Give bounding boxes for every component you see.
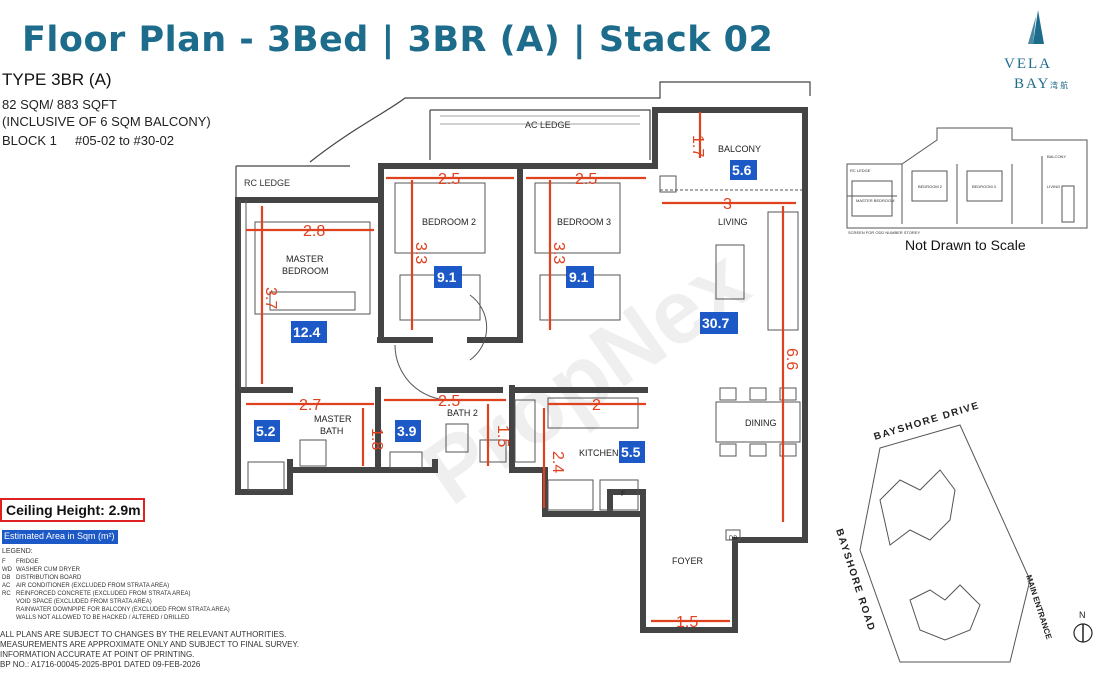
- rc-ledge-label: RC LEDGE: [244, 178, 290, 188]
- area-bedroom3: 9.1: [569, 269, 589, 285]
- area-living: 30.7: [702, 315, 729, 331]
- room-master-line2: BEDROOM: [282, 266, 329, 276]
- key-screen-note: SCREEN FOR ODD NUMBER STOREY: [848, 230, 920, 235]
- dim-bed2-width: 2.5: [438, 171, 460, 188]
- dim-master-height: 3.7: [262, 287, 279, 309]
- room-living: LIVING: [718, 217, 748, 227]
- area-master: 12.4: [293, 324, 320, 340]
- dim-mbath-height: 1.8: [368, 428, 385, 450]
- dim-bed2-height: 3.3: [412, 242, 429, 264]
- note-line: ALL PLANS ARE SUBJECT TO CHANGES BY THE …: [0, 630, 287, 639]
- room-master-line1: MASTER: [286, 254, 324, 264]
- room-foyer: FOYER: [672, 556, 704, 566]
- area-bath2: 3.9: [397, 423, 417, 439]
- key-living: LIVING: [1047, 184, 1060, 189]
- room-bedroom3: BEDROOM 3: [557, 217, 611, 227]
- area-kitchen: 5.5: [621, 444, 641, 460]
- unit-block: BLOCK 1 #05-02 to #30-02: [2, 133, 174, 148]
- dim-kitchen-height: 2.4: [549, 451, 566, 473]
- dim-living-width: 3: [723, 196, 732, 213]
- logo-line2: BAY: [1014, 76, 1050, 92]
- dim-living-height: 6.6: [783, 348, 800, 370]
- room-balcony: BALCONY: [718, 144, 761, 154]
- unit-balcony-note: (INCLUSIVE OF 6 SQM BALCONY): [2, 114, 211, 129]
- page-title: Floor Plan - 3Bed | 3BR (A) | Stack 02: [22, 20, 774, 60]
- site-bayshore-road: BAYSHORE ROAD: [833, 528, 877, 634]
- key-master: MASTER BEDROOM: [856, 198, 894, 203]
- room-master-bath-line1: MASTER: [314, 414, 352, 424]
- north-arrow-icon: N: [1073, 610, 1093, 643]
- key-balcony: BALCONY: [1047, 154, 1066, 159]
- area-master-bath: 5.2: [256, 423, 276, 439]
- ceiling-height-label: Ceiling Height: 2.9m: [0, 498, 145, 522]
- dim-balcony: 1.7: [689, 135, 706, 157]
- room-bedroom2: BEDROOM 2: [422, 217, 476, 227]
- dim-mbath-width: 2.7: [299, 397, 321, 414]
- room-dining: DINING: [745, 418, 777, 428]
- room-fridge: F: [621, 491, 625, 498]
- dim-bath2-width: 2.5: [438, 393, 460, 410]
- legend-title: LEGEND:: [2, 548, 33, 555]
- legend-item: RAINWATER DOWNPIPE FOR BALCONY (EXCLUDED…: [16, 607, 230, 613]
- note-line: INFORMATION ACCURATE AT POINT OF PRINTIN…: [0, 650, 195, 659]
- not-to-scale-caption: Not Drawn to Scale: [905, 237, 1026, 253]
- key-bed3: BEDROOM 3: [972, 184, 997, 189]
- logo-line1: VELA: [1004, 56, 1052, 72]
- vela-bay-logo: VELA BAY 湾 航: [1004, 10, 1068, 92]
- dim-kitchen-width: 2: [592, 397, 601, 414]
- north-label: N: [1079, 610, 1086, 620]
- key-plan: RC LEDGE BALCONY LIVING MASTER BEDROOM B…: [846, 127, 1088, 235]
- area-bedroom2: 9.1: [437, 269, 457, 285]
- note-line: MEASUREMENTS ARE APPROXIMATE ONLY AND SU…: [0, 640, 300, 649]
- ac-ledge-label: AC LEDGE: [525, 120, 571, 130]
- dim-foyer-width: 1.5: [676, 614, 698, 631]
- note-line: BP NO.: A1716-00045-2025-BP01 DATED 09-F…: [0, 660, 201, 669]
- dim-bath2-height: 1.5: [494, 425, 511, 447]
- legend-item: VOID SPACE (EXCLUDED FROM STRATA AREA): [16, 599, 152, 605]
- key-rc-ledge: RC LEDGE: [850, 168, 871, 173]
- logo-chinese: 湾 航: [1050, 80, 1068, 90]
- unit-area: 82 SQM/ 883 SQFT: [2, 97, 117, 112]
- room-master-bath-line2: BATH: [320, 426, 343, 436]
- room-bath2: BATH 2: [447, 408, 478, 418]
- dim-bed3-width: 2.5: [575, 171, 597, 188]
- dim-master-width: 2.8: [303, 223, 325, 240]
- legend-item: WALLS NOT ALLOWED TO BE HACKED / ALTERED…: [16, 615, 190, 621]
- site-plan: BAYSHORE DRIVE BAYSHORE ROAD MAIN ENTRAN…: [833, 400, 1054, 663]
- estimated-area-badge: Estimated Area in Sqm (m²): [2, 530, 118, 544]
- room-db: DB: [729, 536, 737, 542]
- unit-type: TYPE 3BR (A): [2, 70, 112, 89]
- site-main-entrance: MAIN ENTRANCE: [1024, 574, 1054, 641]
- dim-bed3-height: 3.3: [550, 242, 567, 264]
- room-kitchen: KITCHEN: [579, 448, 619, 458]
- key-bed2: BEDROOM 2: [918, 184, 943, 189]
- area-balcony: 5.6: [732, 162, 752, 178]
